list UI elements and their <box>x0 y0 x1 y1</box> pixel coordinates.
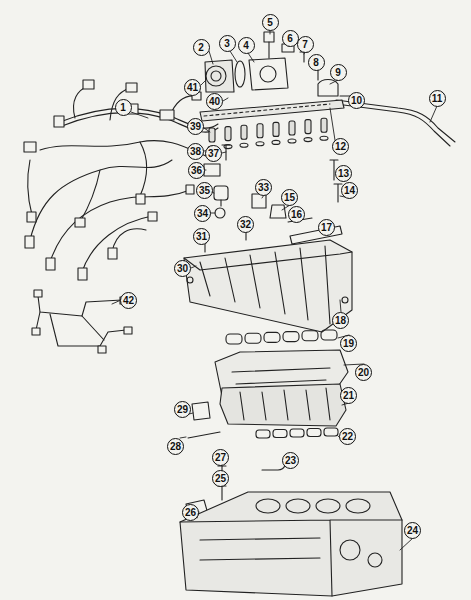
injector <box>225 127 231 141</box>
callout-number: 5 <box>262 14 279 31</box>
gasket <box>226 334 242 344</box>
callout-number: 1 <box>115 99 132 116</box>
callout-number: 8 <box>308 54 325 71</box>
callout-number: 11 <box>429 90 446 107</box>
gasket <box>273 430 287 438</box>
injector <box>305 120 311 134</box>
leader-lines <box>112 30 437 550</box>
callout-number: 14 <box>341 182 358 199</box>
gasket <box>290 429 304 437</box>
callout-number: 13 <box>335 165 352 182</box>
o-ring <box>304 138 312 142</box>
callout-number: 35 <box>196 182 213 199</box>
o-ring <box>240 143 248 147</box>
cylinder-bore <box>286 499 310 513</box>
callout-number: 32 <box>237 216 254 233</box>
injector <box>257 124 263 138</box>
callout-number: 39 <box>187 118 204 135</box>
o-ring <box>272 140 280 144</box>
engine-block <box>180 492 402 596</box>
callout-number: 36 <box>188 162 205 179</box>
callout-number: 33 <box>255 179 272 196</box>
wiring-harness <box>24 80 218 280</box>
cylinder-bore <box>346 499 370 513</box>
gasket <box>302 331 318 341</box>
upper-intake <box>184 240 352 332</box>
callout-number: 3 <box>219 35 236 52</box>
gasket <box>264 332 280 342</box>
callout-number: 27 <box>212 449 229 466</box>
callout-number: 19 <box>340 335 357 352</box>
gasket <box>324 428 338 436</box>
callout-number: 37 <box>205 145 222 162</box>
callout-number: 7 <box>297 36 314 53</box>
callout-number: 40 <box>206 93 223 110</box>
gasket <box>283 332 299 342</box>
sub-harness <box>32 290 132 353</box>
cylinder-bore <box>316 499 340 513</box>
injector <box>289 121 295 135</box>
callout-number: 24 <box>404 522 421 539</box>
lower-intake <box>220 384 346 426</box>
o-ring <box>256 142 264 146</box>
small-parts <box>201 145 342 252</box>
callout-number: 31 <box>193 228 210 245</box>
callout-number: 38 <box>187 143 204 160</box>
callout-number: 16 <box>288 206 305 223</box>
injector <box>321 118 327 132</box>
lower-gaskets <box>256 428 338 438</box>
callout-number: 10 <box>348 92 365 109</box>
callout-number: 9 <box>330 64 347 81</box>
callout-number: 29 <box>174 401 191 418</box>
throttle-body <box>205 32 356 104</box>
injector <box>209 128 215 142</box>
callout-number: 41 <box>184 79 201 96</box>
o-ring <box>288 139 296 143</box>
injector <box>273 122 279 136</box>
callout-number: 20 <box>355 364 372 381</box>
cylinder-bore <box>256 499 280 513</box>
callout-number: 18 <box>332 312 349 329</box>
callout-number: 6 <box>282 30 299 47</box>
callout-number: 22 <box>339 428 356 445</box>
callout-number: 2 <box>193 39 210 56</box>
gasket <box>256 430 270 438</box>
callout-number: 17 <box>318 219 335 236</box>
gasket <box>321 330 337 340</box>
intake-gaskets <box>226 330 337 344</box>
callout-number: 15 <box>281 189 298 206</box>
callout-number: 34 <box>194 205 211 222</box>
gasket <box>307 429 321 437</box>
callout-number: 25 <box>212 470 229 487</box>
callout-number: 26 <box>182 504 199 521</box>
injector <box>241 125 247 139</box>
callout-number: 4 <box>238 37 255 54</box>
callout-number: 12 <box>332 138 349 155</box>
callout-number: 23 <box>282 452 299 469</box>
callout-number: 42 <box>120 292 137 309</box>
o-ring <box>320 136 328 140</box>
callout-number: 21 <box>340 387 357 404</box>
callout-number: 30 <box>174 260 191 277</box>
callout-number: 28 <box>167 438 184 455</box>
gasket <box>245 333 261 343</box>
